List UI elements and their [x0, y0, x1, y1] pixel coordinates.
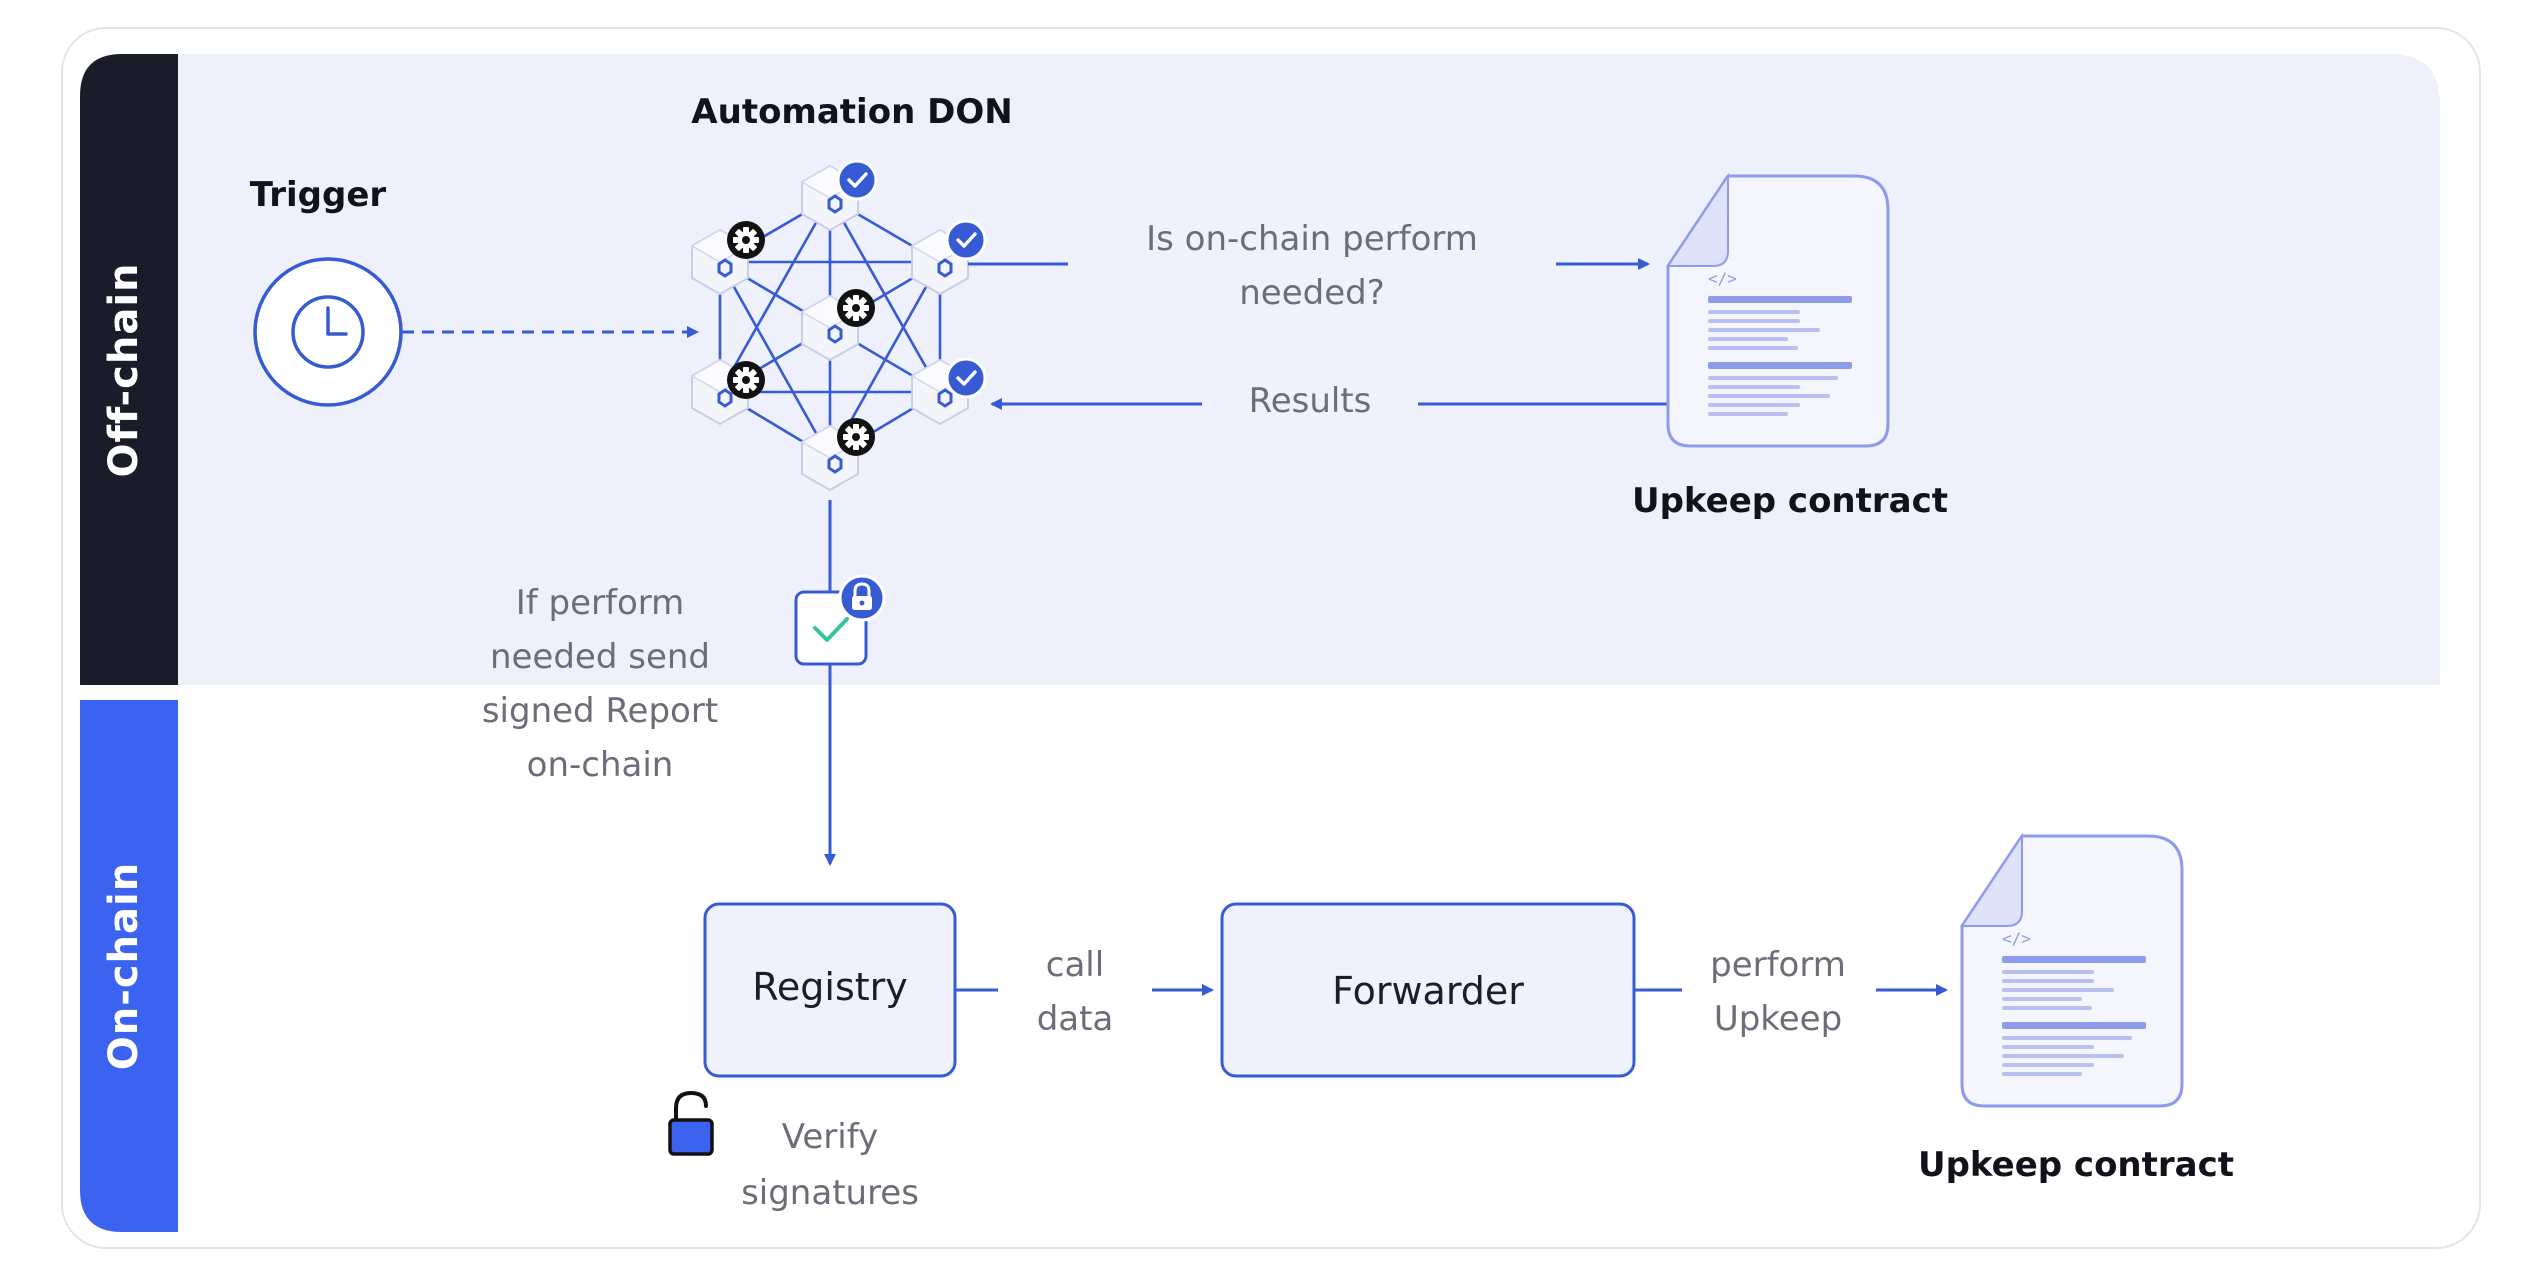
- offchain-band: [80, 54, 178, 685]
- check-badge-icon: [836, 159, 878, 201]
- report-label-line3: signed Report: [482, 691, 718, 731]
- upkeep-contract-label-top: Upkeep contract: [1632, 481, 1948, 521]
- don-network: [690, 159, 987, 492]
- verify-label-line2: signatures: [741, 1173, 919, 1213]
- code-glyph: </>: [1708, 269, 1737, 288]
- perform-label-line2: Upkeep: [1714, 999, 1842, 1039]
- gear-icon: [837, 289, 875, 327]
- document-icon: [1960, 834, 2184, 1108]
- report-label-line4: on-chain: [527, 745, 674, 785]
- code-glyph: </>: [2002, 929, 2031, 948]
- question-label-line2: needed?: [1239, 273, 1385, 313]
- question-label-bg: [1068, 198, 1556, 328]
- forwarder-box[interactable]: Forwarder: [1220, 902, 1636, 1078]
- upkeep-contract-document-top: </>: [1666, 174, 1890, 448]
- registry-box[interactable]: Registry: [703, 902, 957, 1078]
- lock-icon: [838, 574, 886, 622]
- calldata-label-line1: call: [1046, 945, 1104, 985]
- upkeep-contract-label-bottom: Upkeep contract: [1918, 1145, 2234, 1185]
- check-badge-icon: [945, 219, 987, 261]
- gear-icon: [837, 418, 875, 456]
- perform-label-line1: perform: [1710, 945, 1846, 985]
- clock-icon: [253, 257, 403, 407]
- calldata-label-line2: data: [1037, 999, 1114, 1039]
- onchain-band-label: On-chain: [101, 862, 147, 1070]
- upkeep-contract-document-bottom: </>: [1960, 834, 2184, 1108]
- gear-icon: [727, 361, 765, 399]
- verify-label-line1: Verify: [782, 1117, 878, 1157]
- report-label-line2: needed send: [490, 637, 710, 677]
- results-label-bg: [1202, 372, 1418, 438]
- check-badge-icon: [945, 357, 987, 399]
- onchain-band: [80, 700, 178, 1232]
- registry-label: Registry: [752, 965, 908, 1009]
- signed-report-icon: [794, 574, 886, 666]
- question-label-line1: Is on-chain perform: [1146, 219, 1478, 259]
- unlock-icon: [668, 1090, 714, 1156]
- trigger-title: Trigger: [250, 175, 387, 215]
- automation-don-title: Automation DON: [691, 92, 1012, 132]
- report-label-line1: If perform: [516, 583, 685, 623]
- results-label: Results: [1249, 381, 1372, 421]
- document-icon: [1666, 174, 1890, 448]
- forwarder-label: Forwarder: [1332, 969, 1524, 1013]
- offchain-band-label: Off-chain: [101, 262, 147, 477]
- gear-icon: [727, 221, 765, 259]
